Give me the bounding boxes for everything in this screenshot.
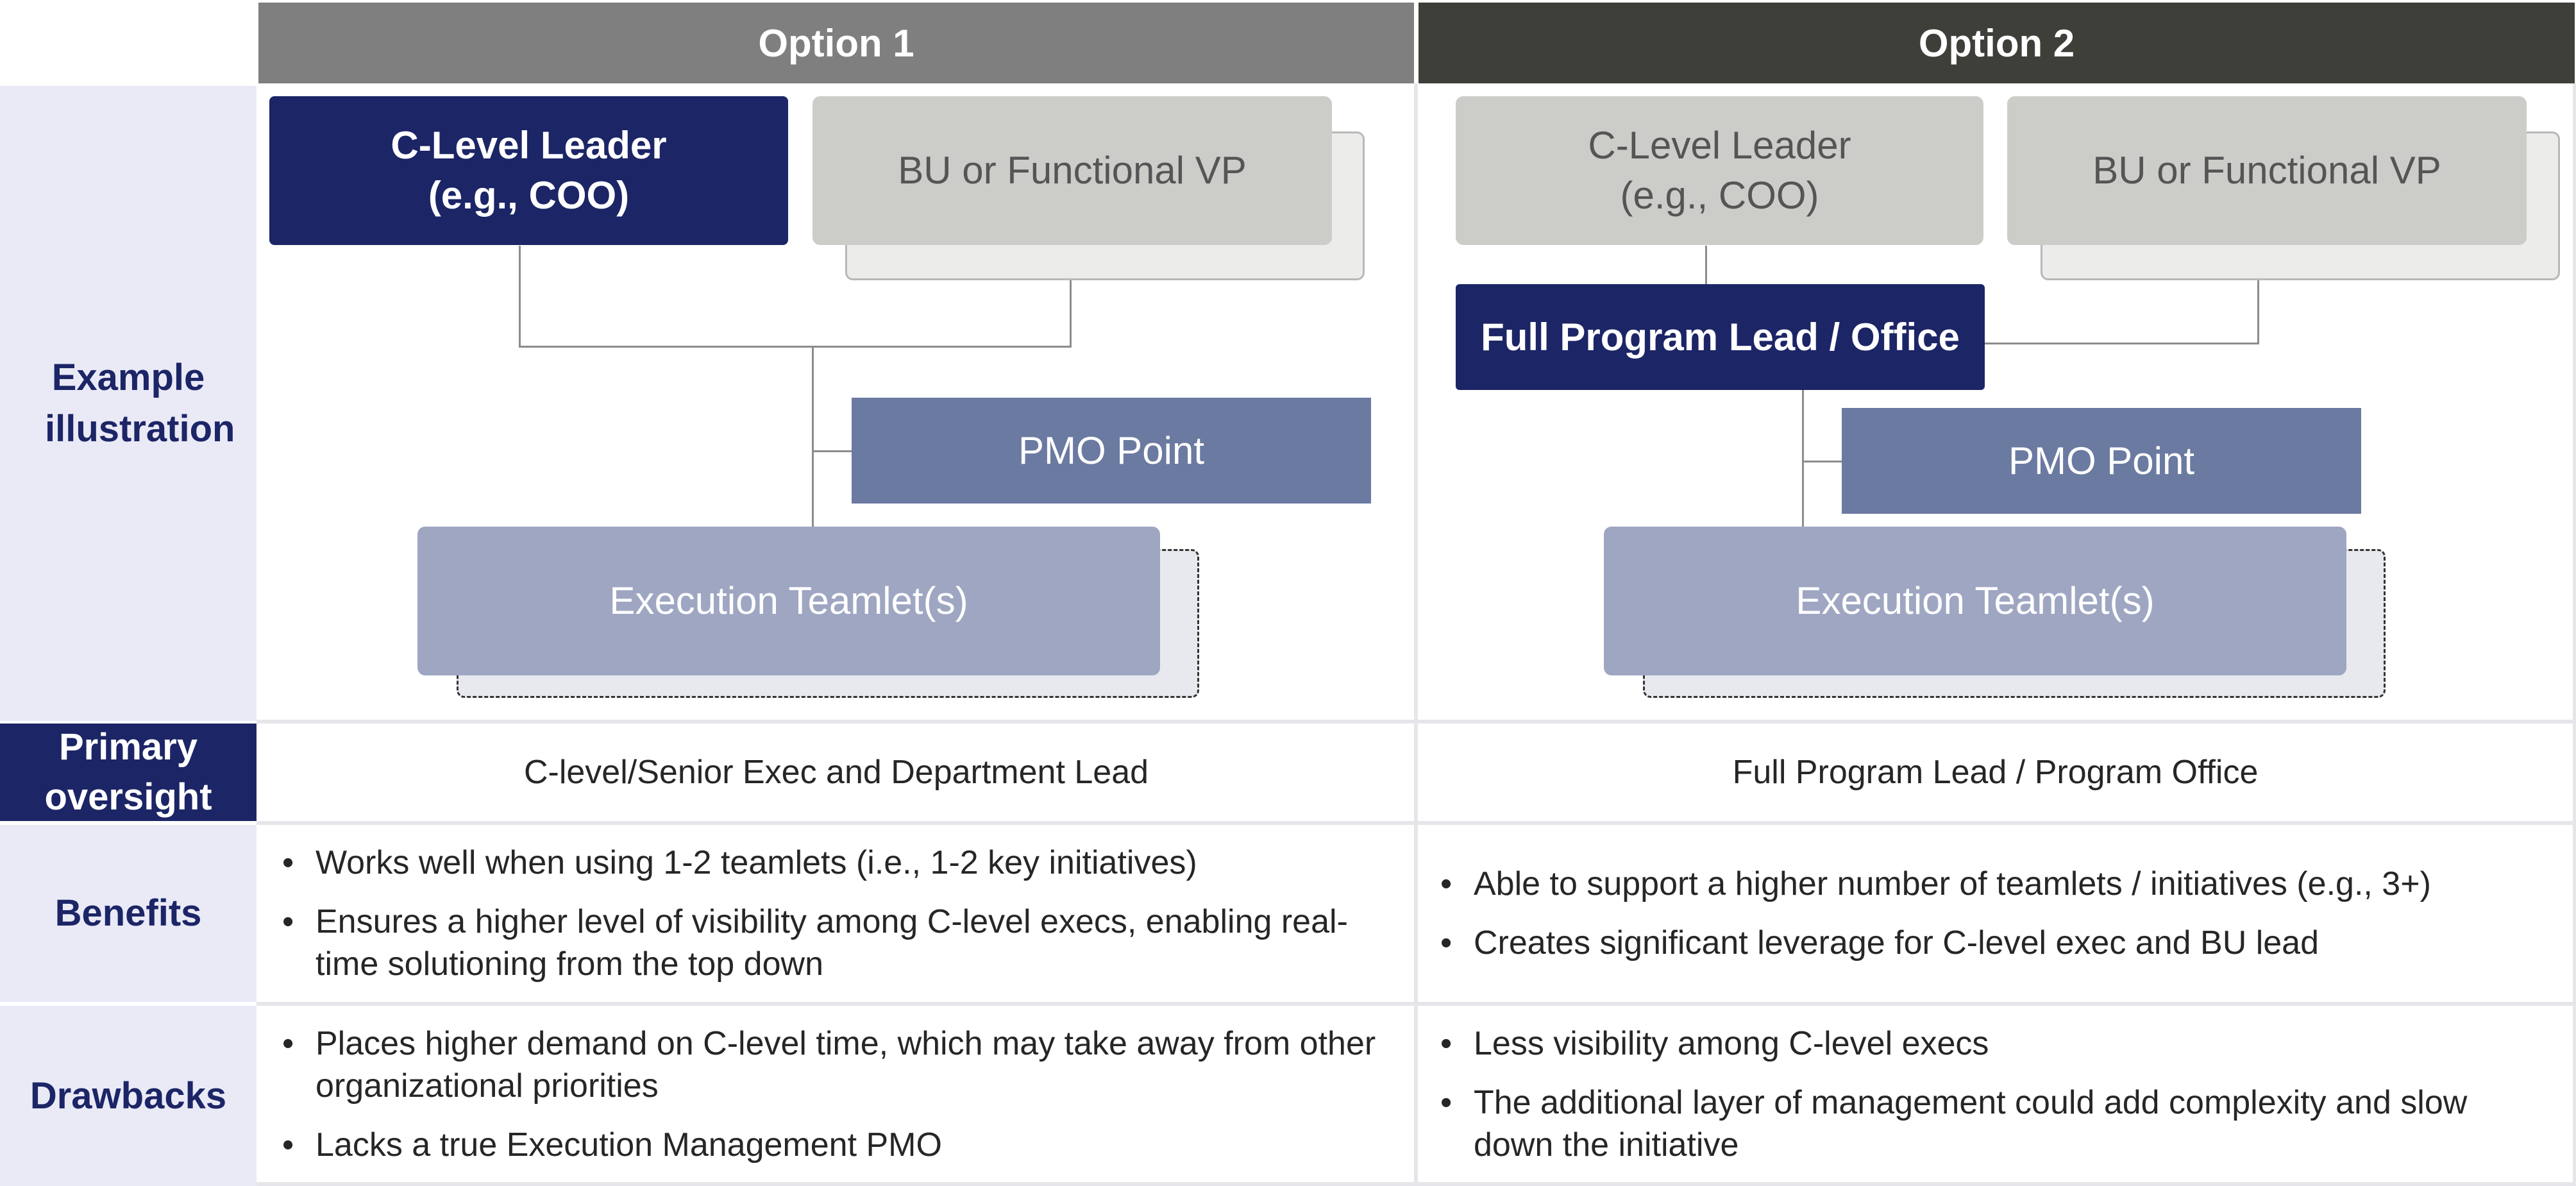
option-1-header-label: Option 1 (758, 21, 914, 65)
row-divider (257, 720, 2576, 724)
option-2-header: Option 2 (1418, 3, 2575, 83)
list-item: The additional layer of management could… (1427, 1081, 2556, 1166)
option-1-header: Option 1 (258, 3, 1414, 83)
pmo-point-label: PMO Point (1018, 428, 1205, 472)
row-label-benefits: Benefits (0, 825, 257, 1002)
list-item: Works well when using 1-2 teamlets (i.e.… (269, 842, 1385, 884)
program-lead-label: Full Program Lead / Office (1481, 315, 1960, 359)
program-lead-box: Full Program Lead / Office (1456, 284, 1985, 390)
connector-line (1985, 343, 2259, 344)
c-level-leader-box: C-Level Leader (e.g., COO) (1456, 96, 1983, 245)
list-item: Places higher demand on C-level time, wh… (269, 1022, 1385, 1107)
bu-vp-label: BU or Functional VP (898, 149, 1247, 192)
list-item: Ensures a higher level of visibility amo… (269, 901, 1385, 985)
option-1-drawbacks-list: Places higher demand on C-level time, wh… (269, 1022, 1385, 1166)
row-divider (257, 1002, 2576, 1006)
option-2-benefits: Able to support a higher number of teaml… (1427, 825, 2556, 1002)
connector-line (1070, 280, 1072, 348)
c-level-leader-label: C-Level Leader (e.g., COO) (1588, 124, 1851, 217)
column-divider (1414, 83, 1418, 1186)
bu-vp-box: BU or Functional VP (812, 96, 1332, 245)
row-label-drawbacks: Drawbacks (0, 1006, 257, 1186)
option-2-oversight: Full Program Lead / Program Office (1418, 724, 2573, 821)
c-level-leader-label: C-Level Leader (e.g., COO) (391, 124, 667, 217)
c-level-leader-box: C-Level Leader (e.g., COO) (269, 96, 788, 245)
connector-line (1705, 246, 1707, 284)
list-item: Able to support a higher number of teaml… (1427, 863, 2431, 905)
bu-vp-label: BU or Functional VP (2092, 149, 2441, 192)
execution-teamlets-box: Execution Teamlet(s) (417, 527, 1160, 675)
pmo-point-box: PMO Point (852, 398, 1371, 504)
connector-line (812, 346, 814, 529)
option-1-drawbacks: Places higher demand on C-level time, wh… (269, 1006, 1385, 1182)
row-label-benefits-text: Benefits (55, 892, 202, 934)
option-1-oversight-text: C-level/Senior Exec and Department Lead (523, 754, 1149, 791)
pmo-point-label: PMO Point (2008, 439, 2195, 482)
row-label-illustration-text: Example illustration (45, 357, 235, 450)
execution-teamlets-box: Execution Teamlet(s) (1604, 527, 2346, 675)
option-1-benefits: Works well when using 1-2 teamlets (i.e.… (269, 825, 1385, 1002)
option-2-drawbacks: Less visibility among C-level execs The … (1427, 1006, 2556, 1182)
list-item: Creates significant leverage for C-level… (1427, 922, 2431, 964)
option-1-oversight: C-level/Senior Exec and Department Lead (258, 724, 1414, 821)
list-item: Less visibility among C-level execs (1427, 1022, 2556, 1065)
option-2-oversight-text: Full Program Lead / Program Office (1732, 754, 2259, 791)
option-2-drawbacks-list: Less visibility among C-level execs The … (1427, 1022, 2556, 1166)
execution-teamlets-label: Execution Teamlet(s) (609, 579, 968, 622)
connector-line (2257, 246, 2259, 344)
connector-line (1802, 461, 1842, 462)
connector-line (812, 450, 852, 452)
right-border (2573, 83, 2576, 1186)
row-label-drawbacks-text: Drawbacks (29, 1074, 227, 1117)
connector-line (519, 346, 1072, 348)
row-label-illustration: Example illustration (0, 86, 257, 721)
bu-vp-box: BU or Functional VP (2007, 96, 2527, 245)
list-item: Lacks a true Execution Management PMO (269, 1124, 1385, 1166)
option-2-benefits-list: Able to support a higher number of teaml… (1427, 863, 2431, 964)
connector-line (1802, 390, 1804, 529)
pmo-point-box: PMO Point (1842, 408, 2361, 514)
row-divider (257, 821, 2576, 825)
execution-teamlets-label: Execution Teamlet(s) (1796, 579, 2155, 622)
row-label-oversight: Primary oversight (0, 724, 257, 821)
option-1-benefits-list: Works well when using 1-2 teamlets (i.e.… (269, 842, 1385, 985)
row-label-oversight-text: Primary oversight (44, 726, 212, 818)
option-2-header-label: Option 2 (1918, 21, 2075, 65)
connector-line (519, 246, 521, 348)
row-divider (257, 1182, 2576, 1186)
